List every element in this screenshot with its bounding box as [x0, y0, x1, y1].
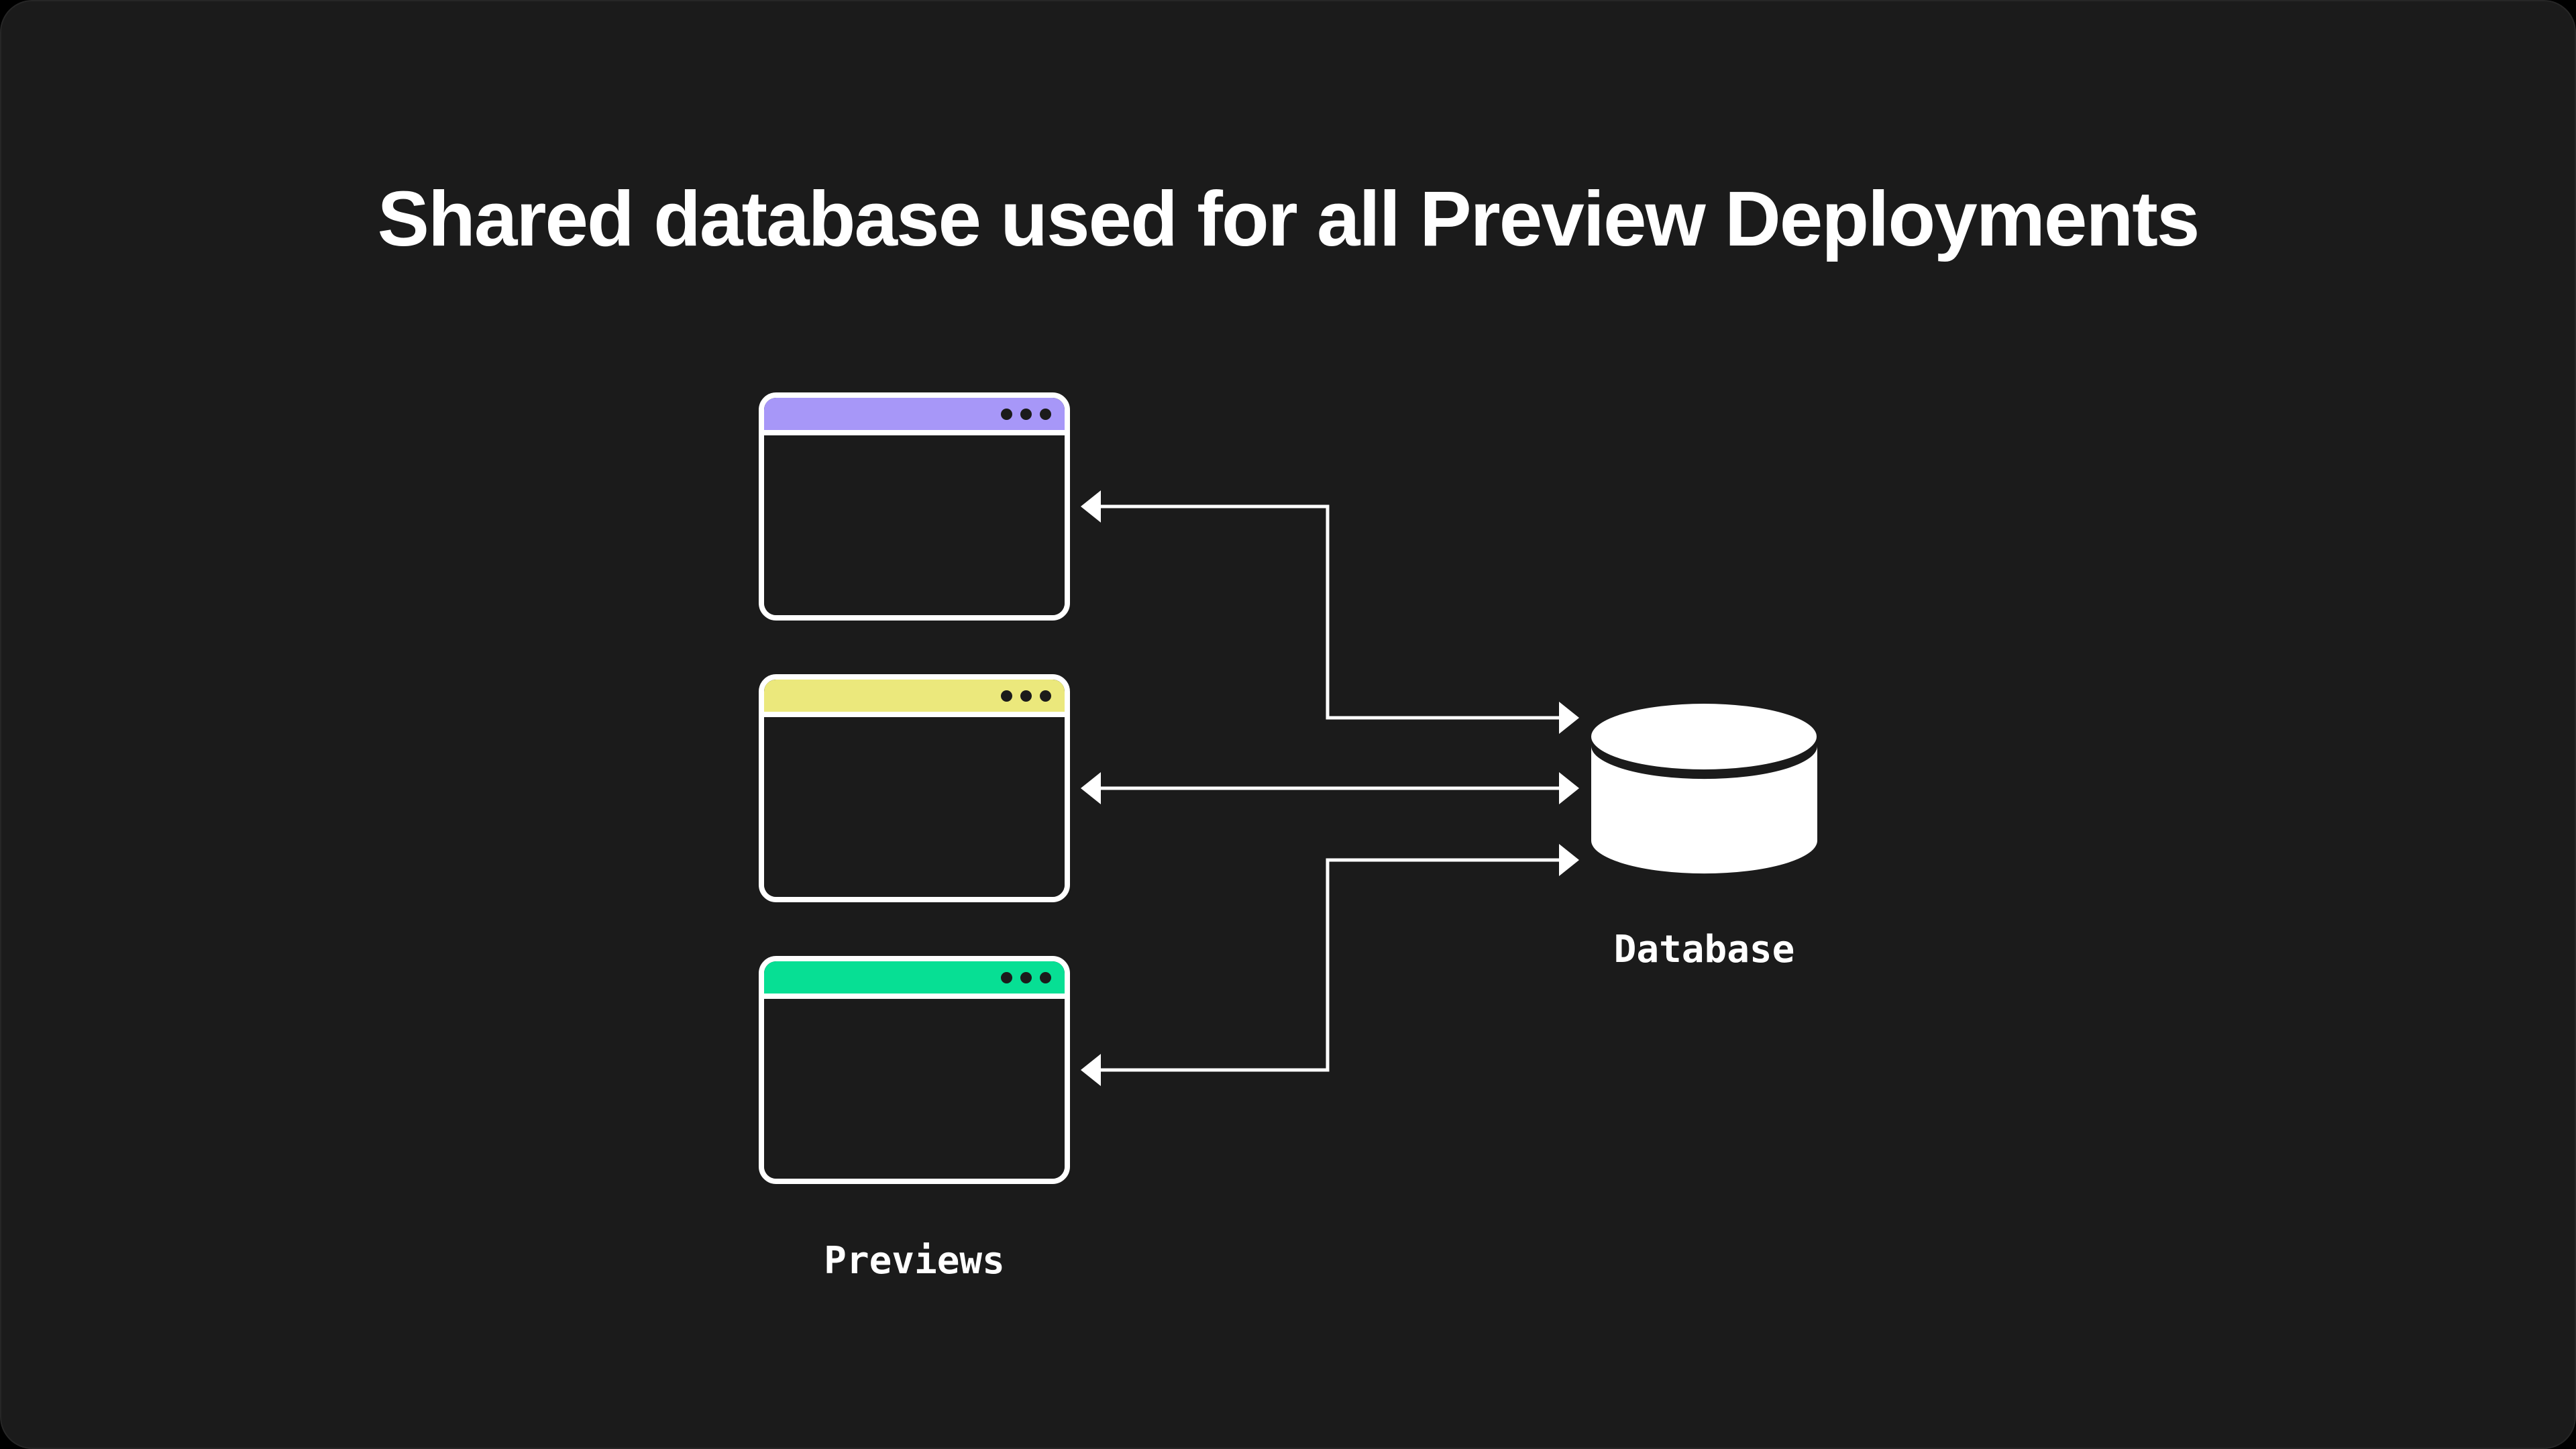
arrowhead-left-icon: [1081, 772, 1101, 804]
window-dot-icon: [1020, 408, 1032, 420]
previews-label: Previews: [824, 1239, 1005, 1283]
preview-window-2-titlebar: [764, 680, 1065, 717]
arrow-preview-1-database: [1081, 490, 1579, 734]
window-dot-icon: [1040, 690, 1051, 702]
preview-window-3: [759, 956, 1070, 1184]
window-dot-icon: [1001, 971, 1012, 983]
window-dot-icon: [1001, 690, 1012, 702]
preview-window-3-titlebar: [764, 961, 1065, 999]
preview-window-3-body: [764, 999, 1065, 1179]
database-lid: [1591, 704, 1817, 769]
database-label: Database: [1613, 928, 1795, 971]
window-dot-icon: [1020, 690, 1032, 702]
arrowhead-right-icon: [1559, 772, 1579, 804]
database-body: [1591, 746, 1817, 874]
preview-window-1-titlebar: [764, 398, 1065, 435]
arrowhead-left-icon: [1081, 1054, 1101, 1086]
arrow-preview-2-database: [1081, 772, 1579, 804]
arrow-preview-3-database: [1081, 844, 1579, 1086]
preview-window-1: [759, 392, 1070, 621]
arrowhead-left-icon: [1081, 490, 1101, 523]
preview-window-1-body: [764, 435, 1065, 615]
database-cylinder-icon: [1591, 704, 1817, 874]
window-dot-icon: [1020, 971, 1032, 983]
window-dots-icon: [1001, 680, 1051, 712]
arrow-line: [1098, 858, 1562, 1072]
window-dot-icon: [1040, 408, 1051, 420]
window-dot-icon: [1040, 971, 1051, 983]
page-title: Shared database used for all Preview Dep…: [377, 175, 2200, 262]
preview-window-2-body: [764, 717, 1065, 897]
arrowhead-right-icon: [1559, 702, 1579, 734]
window-dot-icon: [1001, 408, 1012, 420]
arrowhead-right-icon: [1559, 844, 1579, 876]
preview-window-2: [759, 674, 1070, 902]
arrow-line: [1098, 504, 1562, 720]
window-dots-icon: [1001, 961, 1051, 994]
window-dots-icon: [1001, 398, 1051, 430]
